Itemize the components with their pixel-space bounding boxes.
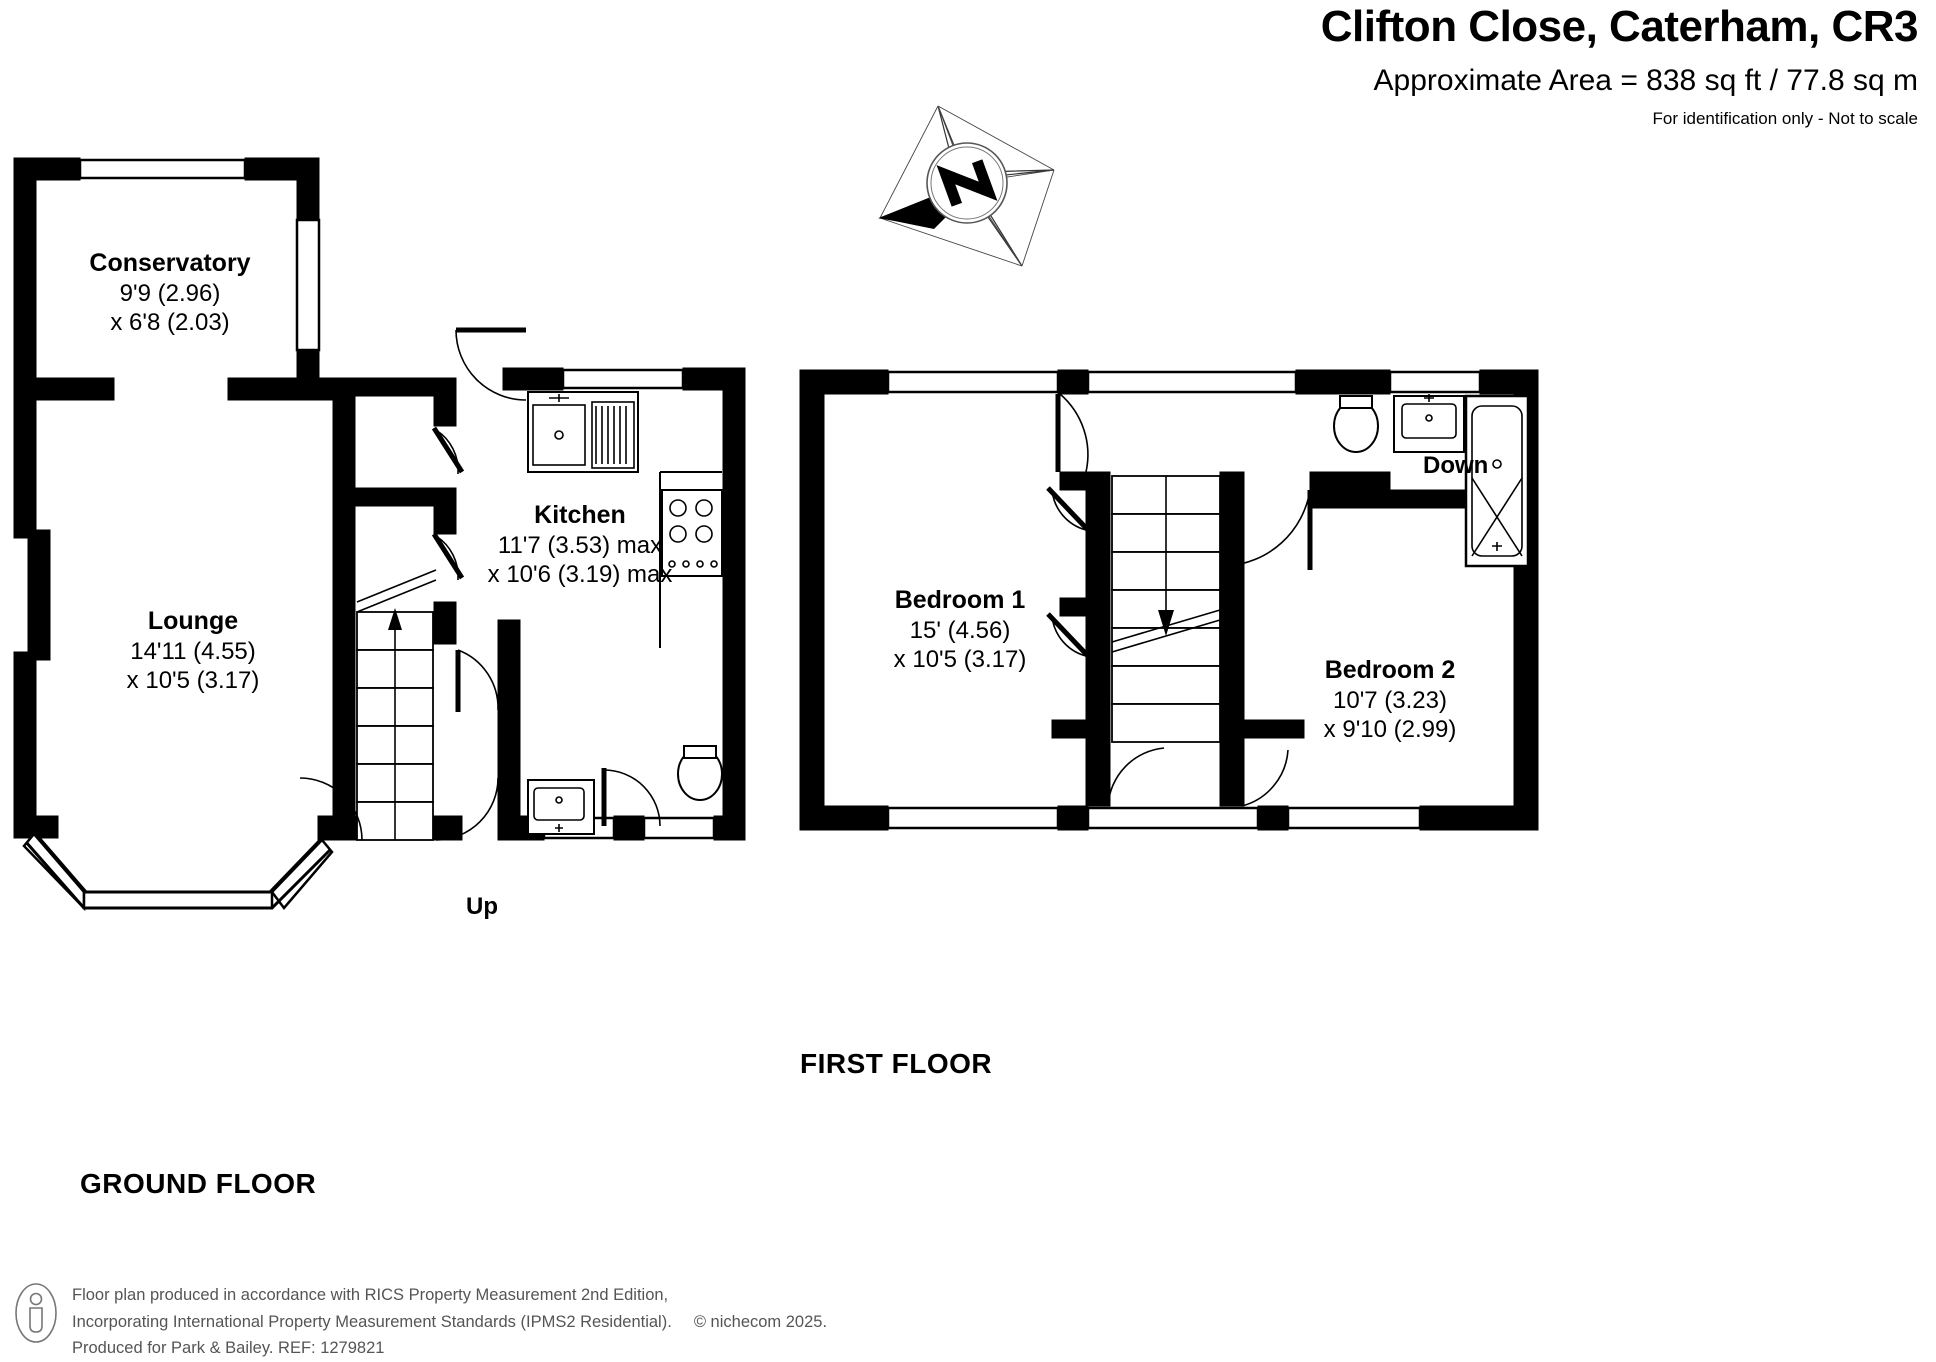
room-dim1-conservatory: 9'9 (2.96) xyxy=(119,279,221,307)
room-dim2-lounge: x 10'5 (3.17) xyxy=(126,666,260,694)
room-dim2-conservatory: x 6'8 (2.03) xyxy=(110,308,230,336)
ground-floor-plan xyxy=(0,150,800,970)
page-title: Clifton Close, Caterham, CR3 xyxy=(1320,2,1919,51)
room-dim1-bedroom-2: 10'7 (3.23) xyxy=(1333,686,1447,714)
room-dim1-kitchen: 11'7 (3.53) max xyxy=(497,531,663,559)
person-info-icon xyxy=(14,1282,58,1344)
room-name-bedroom-1: Bedroom 1 xyxy=(894,586,1026,614)
footer-line-2-wrap: Incorporating International Property Mea… xyxy=(72,1309,827,1336)
footer-line-1: Floor plan produced in accordance with R… xyxy=(72,1286,669,1304)
room-name-conservatory: Conservatory xyxy=(89,249,251,277)
plan-footer: Floor plan produced in accordance with R… xyxy=(14,1282,827,1362)
floor-caption-ground: GROUND FLOOR xyxy=(80,1168,317,1199)
first-floor-plan xyxy=(790,360,1550,860)
room-dim2-bedroom-2: x 9'10 (2.99) xyxy=(1323,715,1457,743)
room-label-bedroom-1: Bedroom 1 15' (4.56) x 10'5 (3.17) xyxy=(810,585,1110,674)
identification-notice: For identification only - Not to scale xyxy=(1652,109,1918,129)
room-label-bedroom-2: Bedroom 2 10'7 (3.23) x 9'10 (2.99) xyxy=(1240,655,1540,744)
room-dim2-kitchen: x 10'6 (3.19) max xyxy=(487,560,673,588)
room-label-conservatory: Conservatory 9'9 (2.96) x 6'8 (2.03) xyxy=(25,248,315,337)
room-name-kitchen: Kitchen xyxy=(534,501,626,529)
room-dim2-bedroom-1: x 10'5 (3.17) xyxy=(893,645,1027,673)
plan-header: Clifton Close, Caterham, CR3 Approximate… xyxy=(1018,2,1919,129)
compass-north-icon xyxy=(872,98,1062,268)
room-dim1-lounge: 14'11 (4.55) xyxy=(130,637,256,665)
stairs-label-down: Down xyxy=(1423,452,1489,479)
stairs-label-up: Up xyxy=(466,893,498,920)
room-label-kitchen: Kitchen 11'7 (3.53) max x 10'6 (3.19) ma… xyxy=(430,500,730,589)
footer-copyright: © nichecom 2025. xyxy=(693,1312,828,1331)
room-name-lounge: Lounge xyxy=(147,607,239,635)
room-label-lounge: Lounge 14'11 (4.55) x 10'5 (3.17) xyxy=(48,606,338,695)
footer-line-2: Incorporating International Property Mea… xyxy=(72,1312,672,1331)
floor-caption-first: FIRST FLOOR xyxy=(800,1048,993,1079)
compass-north-letter xyxy=(936,159,998,207)
approximate-area: Approximate Area = 838 sq ft / 77.8 sq m xyxy=(1373,64,1918,98)
footer-line-3: Produced for Park & Bailey. REF: 1279821 xyxy=(72,1339,385,1358)
room-name-bedroom-2: Bedroom 2 xyxy=(1324,656,1456,684)
room-dim1-bedroom-1: 15' (4.56) xyxy=(909,616,1011,644)
